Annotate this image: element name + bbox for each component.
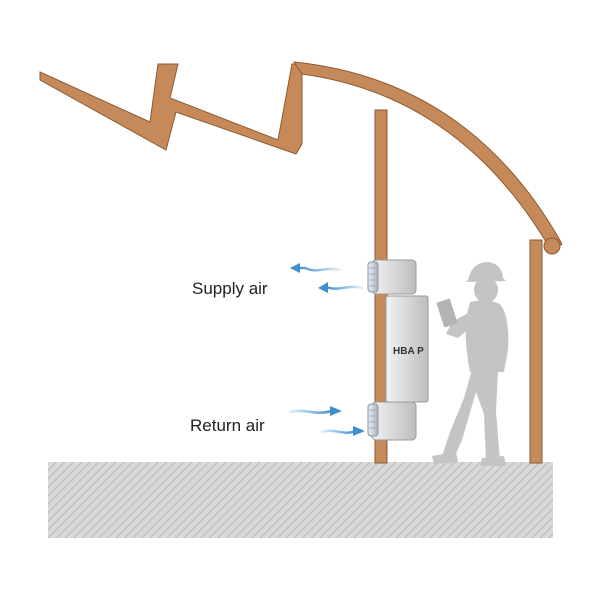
worker-silhouette-icon [432,262,509,466]
supply-airflow-arrows [290,263,364,293]
roof-end-cap [543,237,561,255]
airflow-arrow-icon [320,429,357,434]
return-airflow-arrows [288,406,365,436]
airflow-arrow-icon [295,266,342,272]
outer-wall-post [529,239,543,464]
sawtooth-roof [39,63,303,155]
unit-label: HBA P [393,346,424,357]
supply-grille [367,261,379,293]
supply-duct-box [371,259,417,295]
supply-air-label: Supply air [192,279,268,298]
return-grille [367,403,379,437]
airflow-arrow-icon [324,285,364,290]
curved-roof [292,61,563,253]
return-air-label: Return air [190,416,265,435]
airflow-arrow-icon [288,409,334,414]
return-duct-box [371,401,417,441]
ventilation-unit: HBA P [367,259,429,441]
ground-slab [48,462,553,538]
